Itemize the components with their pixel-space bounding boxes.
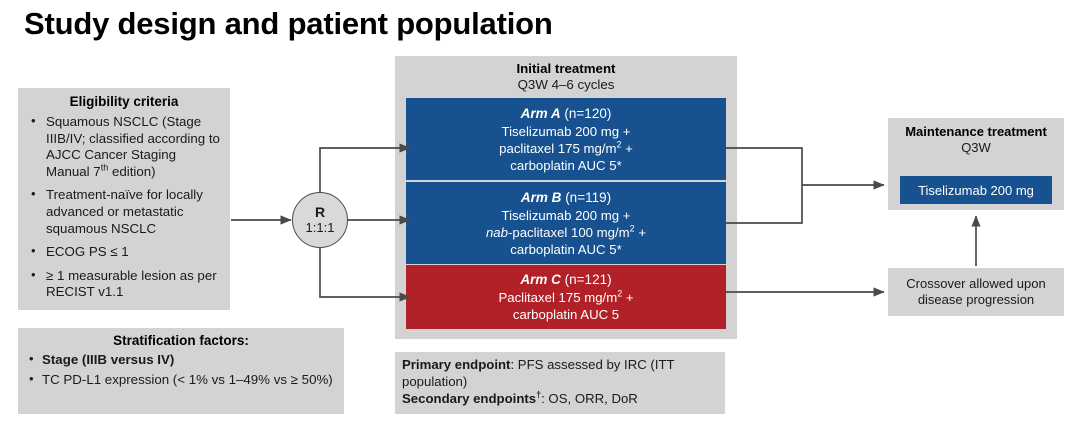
arm-a-line-2-sup: 2 (616, 139, 622, 150)
stratification-factors-panel: Stratification factors: Stage (IIIB vers… (18, 328, 344, 414)
arm-c-line-1-sup: 2 (617, 288, 623, 299)
arm-b-header: Arm B (n=119) (406, 189, 726, 207)
eligibility-heading: Eligibility criteria (69, 94, 179, 109)
randomization-node: R 1:1:1 (292, 192, 348, 248)
arm-a-name: Arm A (520, 105, 561, 121)
eligibility-list: Squamous NSCLC (Stage IIIB/IV; classifie… (26, 113, 222, 301)
arm-c-name: Arm C (520, 272, 561, 287)
initial-treatment-panel: Initial treatment Q3W 4–6 cycles Arm A (… (395, 56, 737, 339)
arm-b-line-2-italic: nab (485, 224, 508, 240)
list-item: ≥ 1 measurable lesion as per RECIST v1.1 (26, 267, 222, 301)
endpoints-panel: Primary endpoint: PFS assessed by IRC (I… (395, 352, 725, 414)
stratification-item-2: TC PD-L1 expression (< 1% vs 1–49% vs ≥ … (42, 371, 333, 387)
maintenance-subtitle: Q3W (961, 140, 991, 155)
list-item: Stage (IIIB versus IV) (26, 351, 336, 369)
stratification-item-1: Stage (IIIB versus IV) (42, 352, 175, 367)
primary-endpoint-label: Primary endpoint (402, 357, 511, 372)
arm-a-line-1: Tiselizumab 200 mg + (501, 123, 631, 139)
randomization-letter: R (314, 204, 326, 220)
arm-b-line-2-sup: 2 (629, 223, 635, 234)
initial-treatment-title: Initial treatment (516, 61, 616, 76)
secondary-endpoint-line: Secondary endpoints†: OS, ORR, DoR (402, 390, 718, 407)
arm-b-box: Arm B (n=119) Tiselizumab 200 mg + nab-p… (406, 182, 726, 264)
arm-c-line-1: Paclitaxel 175 mg/m2 + (406, 289, 726, 306)
primary-endpoint-line: Primary endpoint: PFS assessed by IRC (I… (402, 356, 718, 390)
list-item: TC PD-L1 expression (< 1% vs 1–49% vs ≥ … (26, 371, 336, 389)
arm-b-line-1: Tiselizumab 200 mg + (501, 207, 631, 223)
list-item: Squamous NSCLC (Stage IIIB/IV; classifie… (26, 113, 222, 180)
arm-a-line-2-text: paclitaxel 175 mg/m (499, 140, 617, 156)
eligibility-item-1-post: edition) (108, 163, 156, 179)
arm-b-line-2-tail: + (634, 224, 647, 240)
maintenance-drug-box: Tiselizumab 200 mg (900, 176, 1052, 204)
maintenance-title: Maintenance treatment (905, 124, 1047, 139)
arm-a-line-2: paclitaxel 175 mg/m2 + (406, 140, 726, 157)
stratification-heading: Stratification factors: (113, 333, 249, 348)
eligibility-criteria-panel: Eligibility criteria Squamous NSCLC (Sta… (18, 88, 230, 310)
crossover-line-1: Crossover allowed upon (906, 275, 1046, 291)
list-item: ECOG PS ≤ 1 (26, 243, 222, 261)
arm-c-box: Arm C (n=121) Paclitaxel 175 mg/m2 + car… (406, 265, 726, 329)
arm-b-line-3: carboplatin AUC 5* (510, 241, 622, 257)
arm-a-line-2-tail: + (621, 140, 633, 156)
initial-treatment-subtitle: Q3W 4–6 cycles (517, 77, 615, 92)
secondary-endpoint-text: : OS, ORR, DoR (541, 391, 638, 406)
arm-a-box: Arm A (n=120) Tiselizumab 200 mg + pacli… (406, 98, 726, 180)
eligibility-item-1-sup: th (100, 162, 109, 173)
eligibility-item-1-pre: Squamous NSCLC (Stage IIIB/IV; classifie… (46, 114, 220, 179)
secondary-endpoint-label: Secondary endpoints† (402, 389, 542, 406)
arm-a-header: Arm A (n=120) (406, 105, 726, 123)
crossover-panel: Crossover allowed upon disease progressi… (888, 268, 1064, 316)
arm-c-n: (n=121) (564, 272, 612, 287)
randomization-ratio: 1:1:1 (305, 220, 335, 235)
crossover-text: Crossover allowed upon disease progressi… (906, 276, 1045, 309)
arm-b-n: (n=119) (565, 189, 612, 205)
list-item: Treatment-naïve for locally advanced or … (26, 186, 222, 237)
maintenance-treatment-panel: Maintenance treatment Q3W Tiselizumab 20… (888, 118, 1064, 210)
primary-endpoint-text: : PFS assessed by IRC (ITT population) (402, 357, 675, 389)
arm-b-name: Arm B (520, 189, 562, 205)
crossover-line-2: disease progression (917, 292, 1035, 307)
arm-b-line-2-text: -paclitaxel 100 mg/m (507, 224, 630, 240)
arm-c-line-1-text: Paclitaxel 175 mg/m (498, 290, 618, 305)
arm-b-line-2: nab-paclitaxel 100 mg/m2 + (406, 224, 726, 241)
secondary-endpoint-label-text: Secondary endpoints (402, 391, 537, 406)
arm-c-line-1-tail: + (622, 290, 634, 305)
arm-a-line-3: carboplatin AUC 5* (510, 157, 622, 173)
arm-a-n: (n=120) (564, 105, 612, 121)
arm-c-header: Arm C (n=121) (406, 271, 726, 289)
secondary-endpoint-dagger: † (536, 389, 542, 400)
arm-c-line-2: carboplatin AUC 5 (512, 307, 620, 322)
page-title: Study design and patient population (24, 6, 553, 41)
stratification-list: Stage (IIIB versus IV) TC PD-L1 expressi… (26, 351, 336, 389)
